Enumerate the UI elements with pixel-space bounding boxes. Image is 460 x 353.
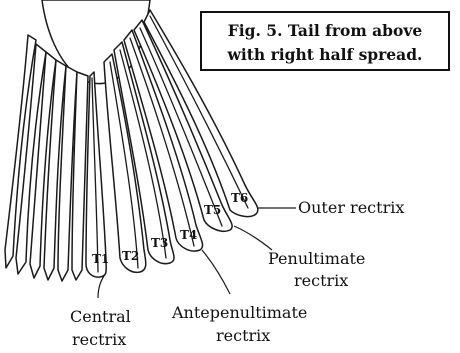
callout-central-1: Central (70, 307, 131, 326)
callout-penultimate-1: Penultimate (268, 249, 365, 268)
caption-line-2: with right half spread. (227, 45, 423, 64)
leader-penultimate (234, 226, 272, 250)
leader-central (98, 276, 104, 298)
feather-label-t4: T4 (180, 228, 197, 242)
callout-penultimate-2: rectrix (294, 271, 348, 290)
feather-label-t6: T6 (231, 191, 248, 205)
left-half-feathers (5, 35, 88, 281)
callout-antepenultimate-1: Antepenultimate (171, 303, 307, 322)
feather-t1 (86, 72, 106, 277)
leader-antepenultimate (202, 250, 230, 294)
feather-label-t5: T5 (204, 203, 221, 217)
callout-outer: Outer rectrix (298, 198, 404, 217)
callout-antepenultimate-2: rectrix (216, 326, 270, 345)
feather-label-t1: T1 (92, 252, 109, 266)
callout-central-2: rectrix (72, 330, 126, 349)
feather-label-t2: T2 (122, 249, 139, 263)
caption-line-1: Fig. 5. Tail from above (228, 21, 423, 40)
feather-label-t3: T3 (151, 236, 168, 250)
